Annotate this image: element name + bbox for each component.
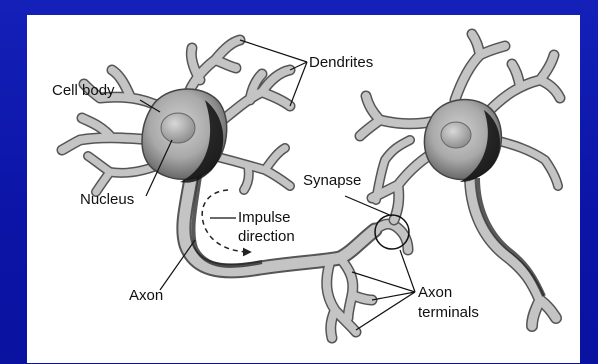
label-impulse-line2: direction — [238, 228, 295, 245]
label-axon: Axon — [129, 287, 163, 304]
label-cell-body: Cell body — [52, 82, 115, 99]
label-axon-terminals-line1: Axon — [418, 284, 452, 301]
label-dendrites: Dendrites — [309, 54, 373, 71]
label-axon-terminals-line2: terminals — [418, 304, 479, 321]
nucleus — [161, 113, 195, 143]
right-nucleus — [441, 122, 471, 148]
label-synapse: Synapse — [303, 172, 361, 189]
label-nucleus: Nucleus — [80, 191, 134, 208]
right-neuron — [360, 34, 560, 326]
label-impulse-line1: Impulse — [238, 209, 291, 226]
